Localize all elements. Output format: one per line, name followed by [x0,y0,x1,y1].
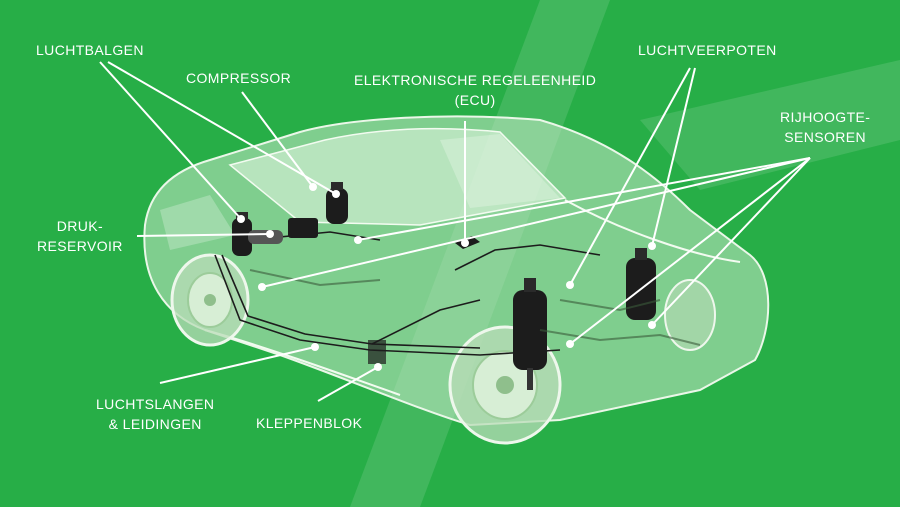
label-luchtslangen: LUCHTSLANGEN & LEIDINGEN [96,394,214,434]
label-compressor: COMPRESSOR [186,70,292,86]
leader-endpoints [237,183,656,371]
label-kleppenblok: KLEPPENBLOK [256,415,363,431]
label-ecu-line1: ELEKTRONISCHE REGELEENHEID [354,72,597,88]
label-rijhoogte-line2: SENSOREN [784,129,867,145]
subframe [249,269,701,346]
valve-block [368,340,386,364]
rear-air-bag-right [326,182,348,224]
label-drukreservoir-line2: RESERVOIR [37,238,123,254]
label-drukreservoir-line1: DRUK- [56,218,104,234]
label-ecu: ELEKTRONISCHE REGELEENHEID (ECU) [354,70,596,110]
label-drukreservoir: DRUK- RESERVOIR [37,216,123,256]
leader-lines [99,61,811,402]
label-luchtbalgen: LUCHTBALGEN [36,42,144,58]
car-body [143,115,770,427]
rear-wheel [170,253,250,347]
front-right-wheel [664,279,716,351]
label-luchtslangen-line1: LUCHTSLANGEN [96,396,215,412]
label-rijhoogte-line1: RIJHOOGTE- [780,109,871,125]
label-rijhoogtesensoren: RIJHOOGTE- SENSOREN [780,107,870,147]
label-luchtslangen-line2: & LEIDINGEN [108,416,202,432]
compressor-unit [288,218,318,238]
pressure-reservoir [248,230,283,244]
label-ecu-line2: (ECU) [454,92,496,108]
components [232,182,701,390]
label-luchtveerpoten: LUCHTVEERPOTEN [638,42,777,58]
front-strut-left [513,278,547,390]
